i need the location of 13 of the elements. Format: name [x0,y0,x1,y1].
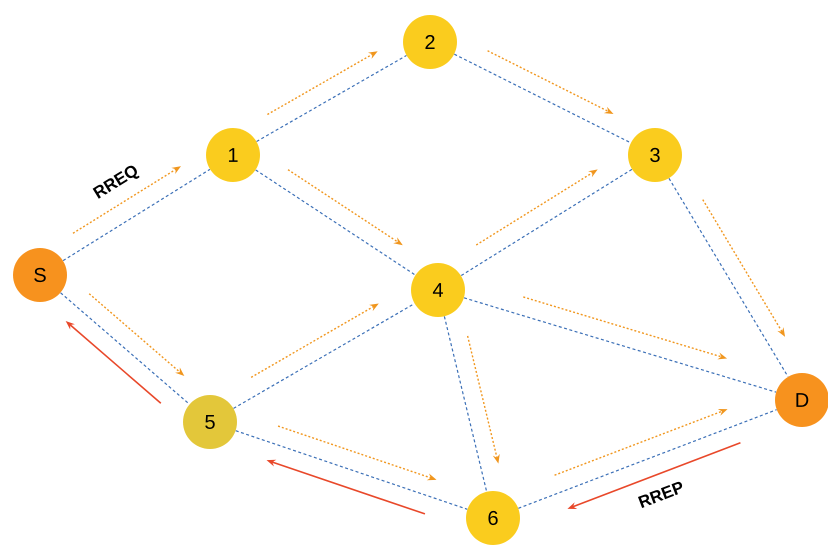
link-line [460,168,632,276]
link-line [255,169,416,276]
link-line [668,178,789,377]
link-line [464,297,776,393]
link-line [236,430,468,510]
link-line [256,55,407,142]
link-line [518,409,777,509]
link-line [60,292,190,405]
edge-label: RREP [638,482,682,508]
link-line [454,54,631,144]
link-line [444,316,488,492]
link-line [233,303,415,409]
link-line [62,168,210,262]
